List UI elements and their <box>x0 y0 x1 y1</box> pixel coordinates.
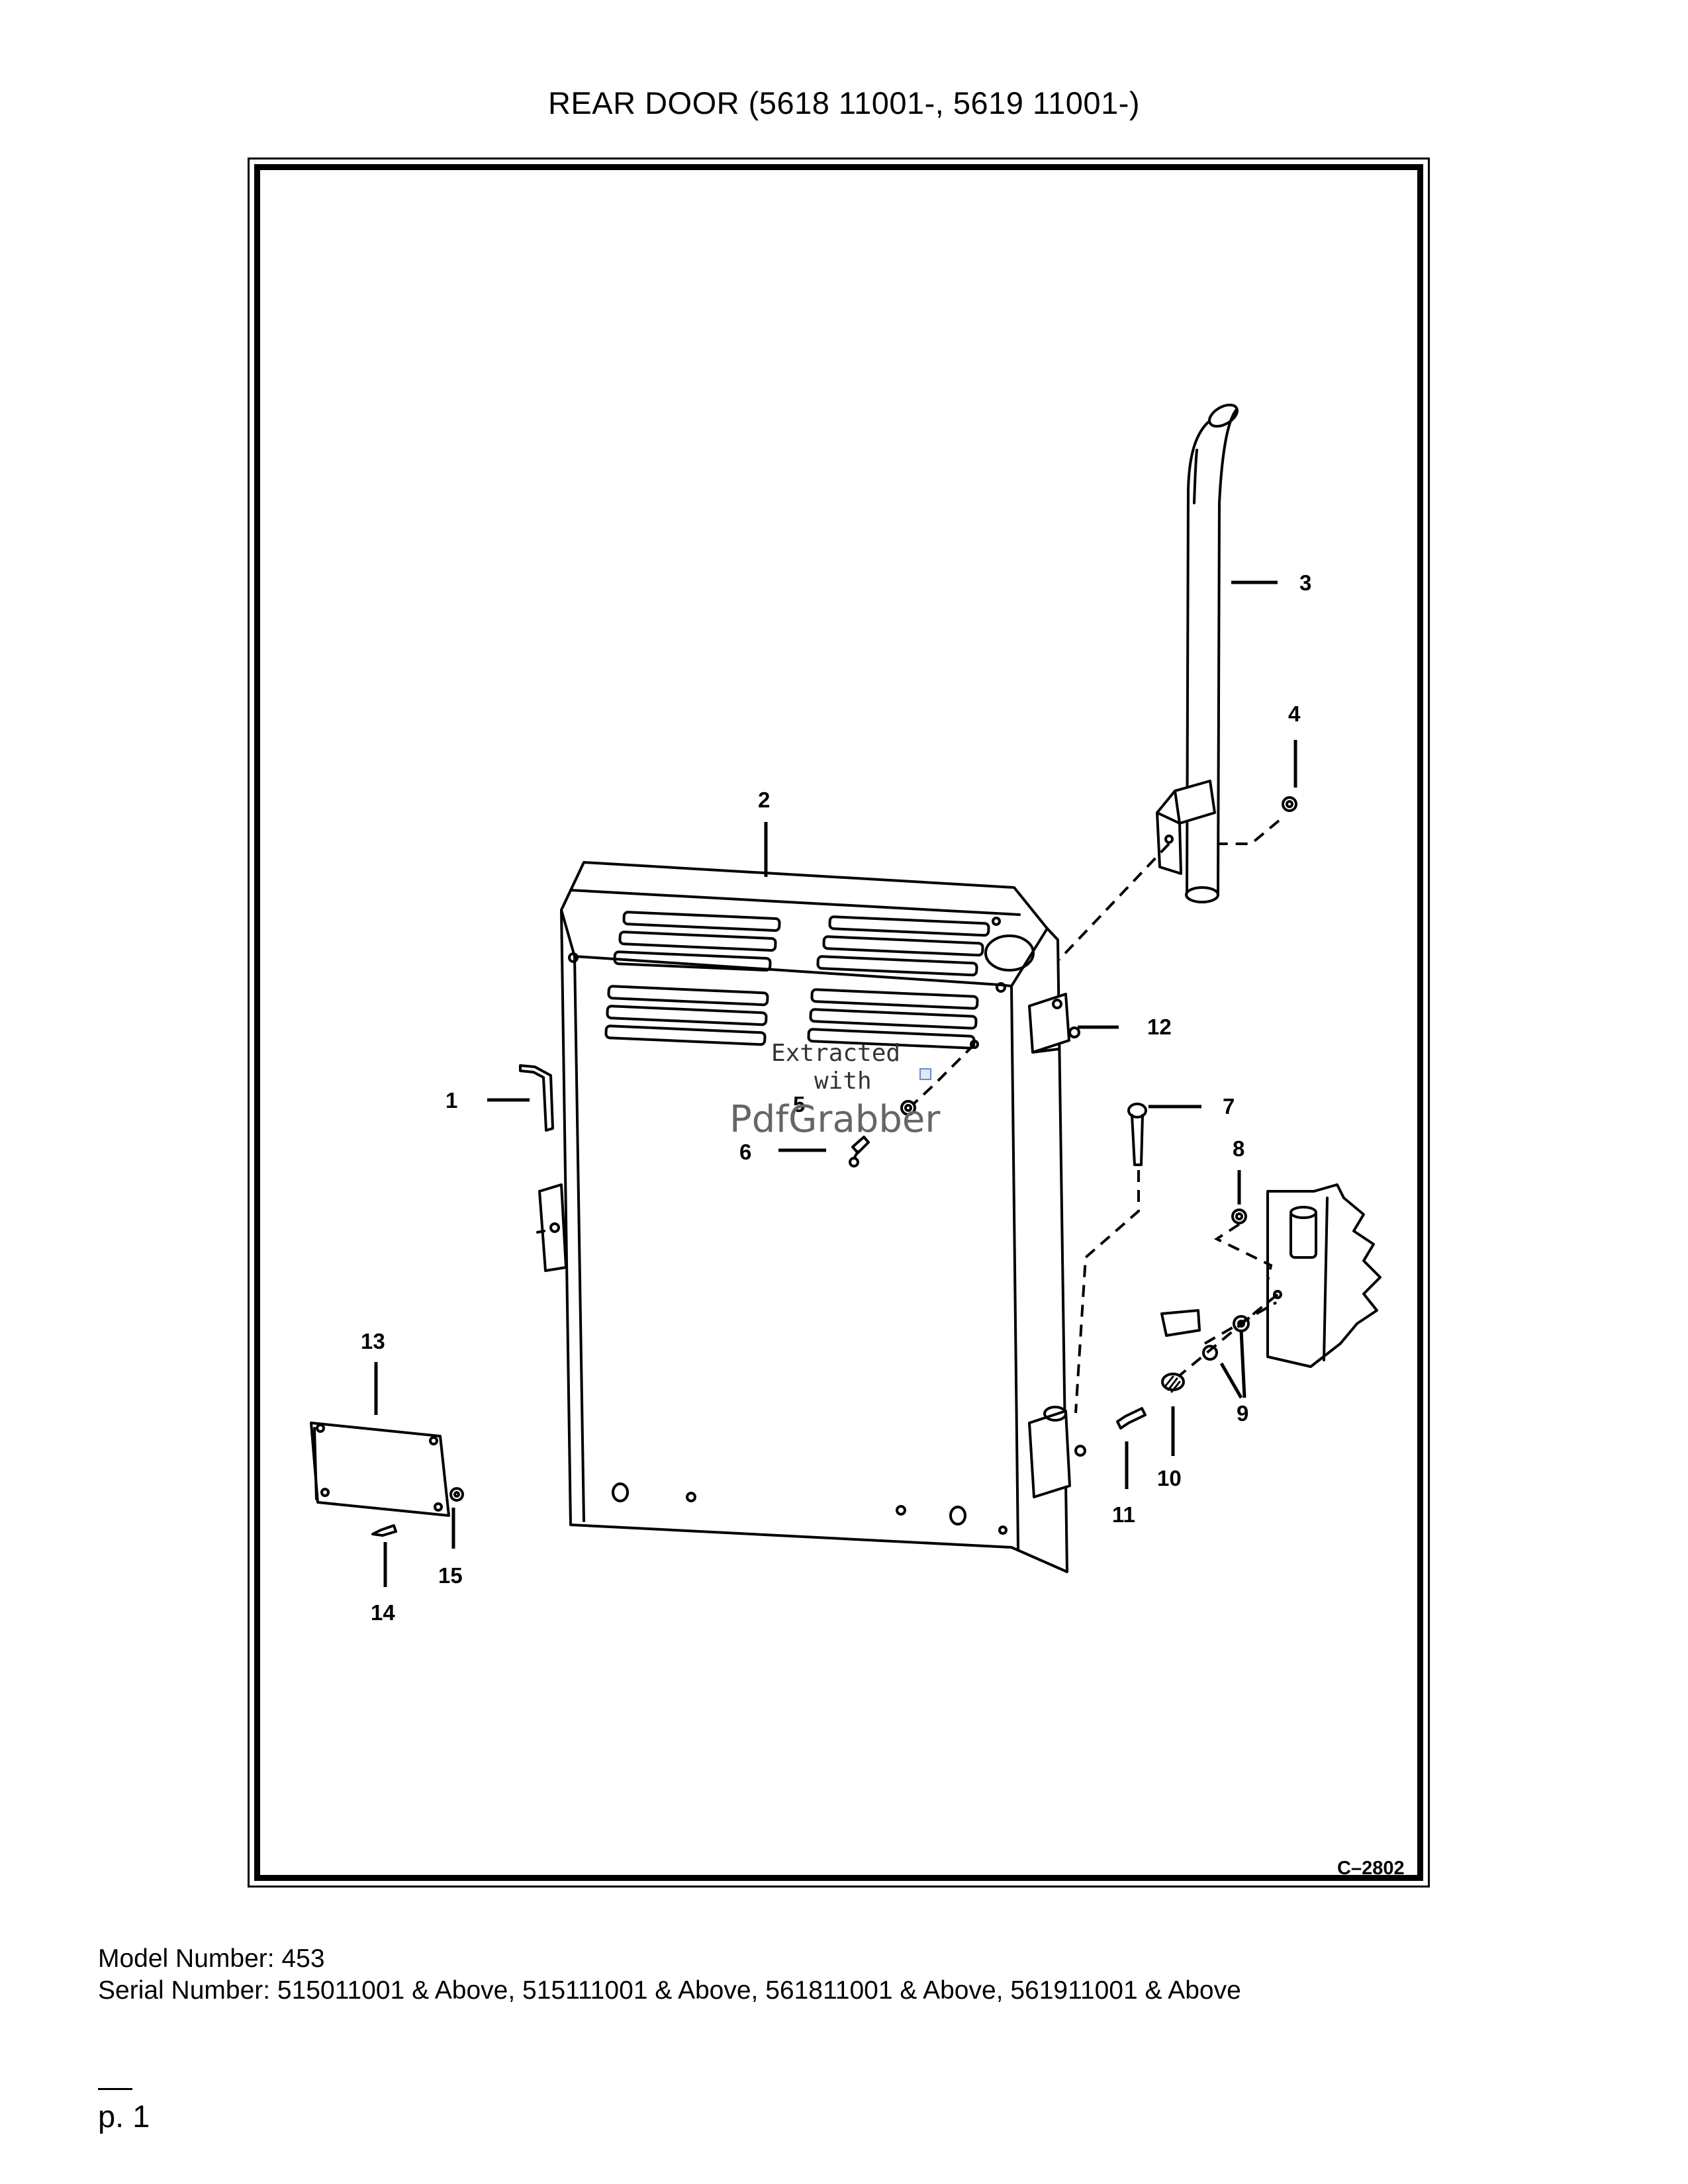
diagram-frame <box>248 158 1430 1888</box>
upper-hinge-part <box>1028 993 1080 1054</box>
lower-hinge-part <box>1028 1406 1086 1498</box>
watermark-logo-icon <box>919 1068 931 1080</box>
hinge-pin-part <box>1127 1103 1147 1166</box>
callout-5: 5 <box>793 1092 805 1116</box>
watermark: Extracted with PdfGrabber <box>729 1040 941 1141</box>
page-number: p. 1 <box>98 2099 150 2134</box>
callout-7: 7 <box>1223 1094 1235 1118</box>
callout-12: 12 <box>1147 1015 1172 1039</box>
assembly-lines <box>912 819 1280 1414</box>
watermark-brand: PdfGrabber <box>729 1098 941 1141</box>
callout-11: 11 <box>1112 1502 1135 1527</box>
callout-9: 9 <box>1237 1401 1248 1426</box>
spacer-part-10 <box>1161 1373 1185 1393</box>
leader-lines <box>374 580 1297 1587</box>
frame-post <box>1160 1183 1382 1368</box>
nut-part-8 <box>1231 1208 1247 1224</box>
exhaust-stack <box>1156 403 1239 903</box>
callout-13: 13 <box>361 1329 385 1353</box>
screw-part-14 <box>371 1524 397 1537</box>
left-hinge-bracket <box>536 1183 567 1272</box>
washer-part-5 <box>900 1100 916 1116</box>
callout-labels: 1 2 3 4 5 6 7 8 9 10 11 12 13 14 15 <box>361 570 1311 1625</box>
callout-8: 8 <box>1233 1136 1244 1161</box>
callout-14: 14 <box>371 1600 395 1625</box>
callout-3: 3 <box>1299 570 1311 595</box>
watermark-line-1: Extracted <box>771 1040 900 1067</box>
bolt-part-11 <box>1116 1407 1147 1430</box>
nut-part-15 <box>449 1487 464 1502</box>
nut-part-4 <box>1282 796 1297 812</box>
callout-15: 15 <box>438 1563 463 1588</box>
page-title: REAR DOOR (5618 11001-, 5619 11001-) <box>547 85 1141 120</box>
watermark-line-2: with <box>814 1068 872 1095</box>
diagram-code: C–2802 <box>1337 1858 1405 1879</box>
callout-10: 10 <box>1157 1466 1182 1490</box>
callout-4: 4 <box>1288 702 1301 726</box>
callout-6: 6 <box>739 1140 751 1164</box>
access-plate-part <box>310 1422 450 1517</box>
handle-part <box>519 1064 554 1132</box>
diagram-border <box>254 164 1423 1881</box>
page-number-rule <box>98 2088 132 2090</box>
bolt-part-6 <box>849 1136 870 1167</box>
model-number: Model Number: 453 <box>98 1944 325 1973</box>
callout-1: 1 <box>445 1088 457 1113</box>
rear-door-panel <box>560 861 1068 1573</box>
callout-2: 2 <box>758 788 770 812</box>
serial-number: Serial Number: 515011001 & Above, 515111… <box>98 1976 1241 2005</box>
